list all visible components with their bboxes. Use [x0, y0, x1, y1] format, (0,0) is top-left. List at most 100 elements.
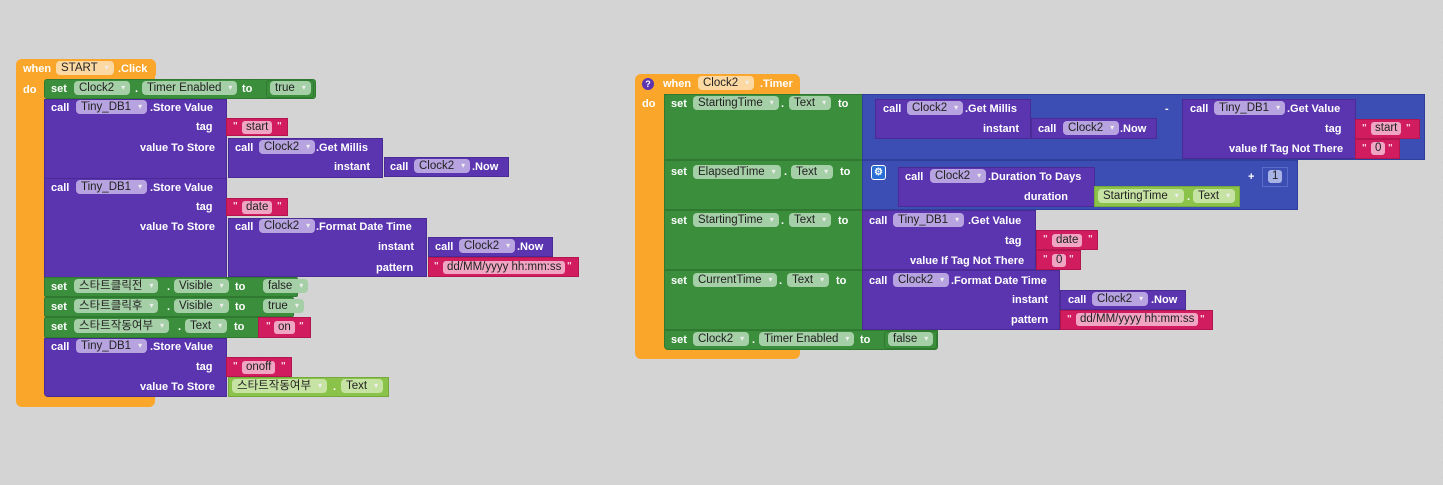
- component-dropdown[interactable]: Tiny_DB1: [893, 213, 965, 227]
- event-name: .Timer: [760, 78, 793, 90]
- component-dropdown[interactable]: Clock2: [414, 159, 471, 173]
- pattern-label: pattern: [376, 262, 414, 274]
- boolean-dropdown[interactable]: false: [263, 279, 309, 293]
- component-dropdown[interactable]: 스타트클릭전: [74, 279, 159, 293]
- to-label: to: [235, 301, 246, 313]
- to-label: to: [242, 83, 253, 95]
- component-dropdown[interactable]: Clock2: [693, 332, 750, 346]
- tag-label: tag: [196, 201, 213, 213]
- set-label: set: [671, 215, 687, 227]
- call-get-millis[interactable]: [228, 138, 383, 178]
- component-dropdown[interactable]: CurrentTime: [693, 273, 778, 287]
- quote: ": [1362, 123, 1367, 134]
- component-dropdown[interactable]: Tiny_DB1: [76, 339, 148, 353]
- boolean-dropdown[interactable]: true: [270, 81, 311, 95]
- string-value[interactable]: on: [274, 321, 295, 334]
- component-dropdown[interactable]: Clock2: [459, 239, 516, 253]
- call-format-date-time[interactable]: [228, 218, 427, 277]
- string-value[interactable]: dd/MM/yyyy hh:mm:ss: [1076, 313, 1199, 326]
- method-name: .Now: [1120, 123, 1147, 135]
- method-name: .Format Date Time: [316, 221, 412, 233]
- call-label: call: [51, 341, 70, 353]
- component-dropdown[interactable]: 스타트클릭후: [74, 299, 159, 313]
- property-dropdown[interactable]: Text: [789, 213, 832, 227]
- call-label: call: [869, 215, 888, 227]
- boolean-dropdown[interactable]: false: [888, 332, 934, 346]
- string-value[interactable]: 0: [1371, 142, 1386, 155]
- property-dropdown[interactable]: Timer Enabled: [142, 81, 238, 95]
- property-dropdown[interactable]: Text: [791, 165, 834, 179]
- quote: ": [1362, 143, 1367, 154]
- component-dropdown-clock2[interactable]: Clock2: [698, 76, 755, 90]
- dot: .: [784, 166, 788, 178]
- string-value[interactable]: onoff: [242, 361, 276, 374]
- dot: .: [781, 215, 785, 227]
- property-dropdown[interactable]: Visible: [174, 279, 229, 293]
- quote: ": [1043, 254, 1048, 265]
- property-dropdown[interactable]: Text: [1193, 189, 1236, 203]
- number-value[interactable]: 1: [1268, 170, 1283, 183]
- component-dropdown[interactable]: Clock2: [74, 81, 131, 95]
- component-dropdown[interactable]: Clock2: [1092, 292, 1149, 306]
- component-dropdown[interactable]: 스타트작동여부: [74, 319, 170, 333]
- quote: ": [1388, 143, 1393, 154]
- call-store-value[interactable]: [44, 178, 227, 278]
- call-label: call: [1068, 294, 1087, 306]
- quote: ": [1088, 234, 1093, 245]
- component-dropdown[interactable]: Clock2: [259, 140, 316, 154]
- string-value[interactable]: start: [242, 121, 273, 134]
- component-dropdown[interactable]: Clock2: [930, 169, 987, 183]
- method-name: .Store Value: [150, 102, 213, 114]
- component-dropdown[interactable]: ElapsedTime: [693, 165, 781, 179]
- dot: .: [779, 275, 783, 287]
- method-name: .Format Date Time: [951, 275, 1047, 287]
- component-dropdown[interactable]: StartingTime: [693, 213, 779, 227]
- quote: ": [233, 201, 238, 212]
- quote: ": [1406, 123, 1411, 134]
- property-dropdown[interactable]: Text: [789, 96, 832, 110]
- method-name: .Get Millis: [965, 103, 1017, 115]
- help-icon[interactable]: ?: [642, 78, 654, 90]
- component-dropdown[interactable]: Tiny_DB1: [76, 100, 148, 114]
- dot: .: [167, 281, 171, 293]
- property-dropdown[interactable]: Text: [185, 319, 228, 333]
- property-dropdown[interactable]: Text: [787, 273, 830, 287]
- call-label: call: [883, 103, 902, 115]
- component-dropdown[interactable]: 스타트작동여부: [232, 379, 328, 393]
- value-label: value To Store: [140, 142, 215, 154]
- component-dropdown[interactable]: Clock2: [259, 219, 316, 233]
- string-value[interactable]: dd/MM/yyyy hh:mm:ss: [443, 261, 566, 274]
- component-dropdown[interactable]: StartingTime: [693, 96, 779, 110]
- string-value[interactable]: start: [1371, 122, 1402, 135]
- instant-label: instant: [334, 161, 371, 173]
- set-label: set: [671, 275, 687, 287]
- component-dropdown[interactable]: Clock2: [907, 101, 964, 115]
- value-label: value To Store: [140, 381, 215, 393]
- component-dropdown[interactable]: Tiny_DB1: [76, 180, 148, 194]
- dot: .: [1187, 191, 1191, 203]
- to-label: to: [838, 215, 849, 227]
- set-label: set: [671, 334, 687, 346]
- string-value[interactable]: date: [242, 201, 273, 214]
- component-dropdown[interactable]: Clock2: [1063, 121, 1120, 135]
- component-dropdown[interactable]: Clock2: [893, 273, 950, 287]
- instant-label: instant: [983, 123, 1020, 135]
- string-value[interactable]: 0: [1052, 254, 1067, 267]
- boolean-dropdown[interactable]: true: [263, 299, 304, 313]
- component-dropdown[interactable]: Tiny_DB1: [1214, 101, 1286, 115]
- method-name: .Now: [472, 161, 499, 173]
- set-label: set: [51, 83, 67, 95]
- call-get-value[interactable]: [1182, 99, 1356, 159]
- dot: .: [167, 301, 171, 313]
- component-dropdown-start[interactable]: START: [56, 61, 114, 75]
- gear-icon[interactable]: ⚙: [871, 165, 886, 180]
- property-dropdown[interactable]: Timer Enabled: [759, 332, 855, 346]
- string-value[interactable]: date: [1052, 234, 1083, 247]
- component-dropdown[interactable]: StartingTime: [1098, 189, 1184, 203]
- tag-label: tag: [1005, 235, 1022, 247]
- to-label: to: [235, 281, 246, 293]
- default-label: value If Tag Not There: [1229, 143, 1344, 155]
- property-dropdown[interactable]: Text: [341, 379, 384, 393]
- quote: ": [299, 321, 304, 332]
- property-dropdown[interactable]: Visible: [174, 299, 229, 313]
